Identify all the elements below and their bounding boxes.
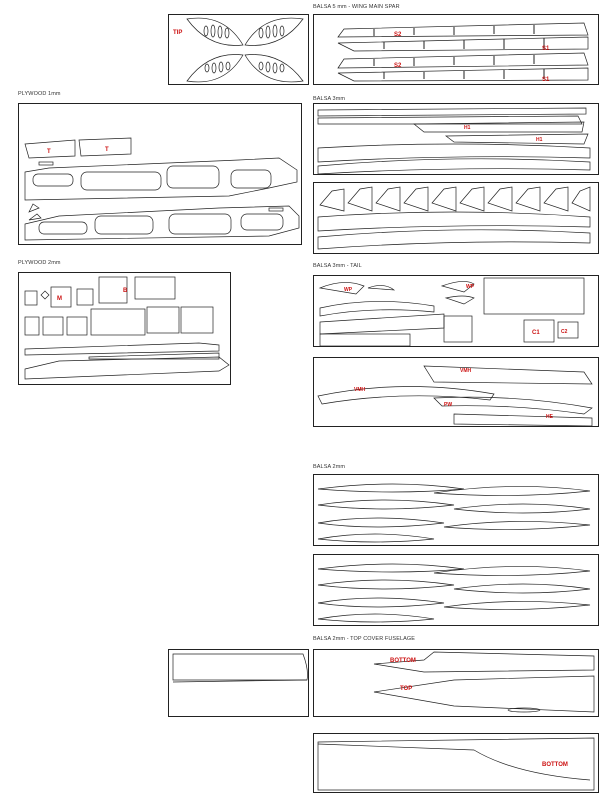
plywood2-label-b: B <box>123 288 128 294</box>
topcover-label-bottom: BOTTOM <box>390 658 416 664</box>
tail-label-wp2: WP <box>466 284 475 290</box>
spar-label-s2b: S2 <box>394 63 402 69</box>
plywood2-title: PLYWOOD 2mm <box>18 260 61 266</box>
topcover-sheet-b: BOTTOM <box>313 733 599 793</box>
tip-parts-drawing: TIP <box>173 17 304 83</box>
plywood2-parts-drawing: M B <box>24 276 230 380</box>
balsa3-label-h1b: H1 <box>536 137 543 143</box>
tail-parts-drawing-b: VMH VMH PW HE <box>317 365 593 427</box>
spar-label-s2a: S2 <box>394 32 402 38</box>
balsa3tail-title: BALSA 3mm - TAIL <box>313 263 362 269</box>
tail-label-c1: C1 <box>532 330 540 336</box>
plywood2-label-m: M <box>57 296 62 302</box>
spar-label-s1b: S1 <box>542 77 550 83</box>
plywood1-parts-drawing: T T <box>24 137 300 241</box>
balsa2-ribs-drawing-b <box>317 563 591 623</box>
tail-label-c2: C2 <box>561 329 568 335</box>
tail-label-vmh2: VMH <box>354 387 366 393</box>
tip-sheet: TIP <box>168 14 309 85</box>
plywood1-label-t2: T <box>105 147 109 153</box>
plywood1-title: PLYWOOD 1mm <box>18 91 61 97</box>
topcover-drawing-b: BOTTOM <box>317 737 595 791</box>
topcover-sheet-a: BOTTOM TOP <box>313 649 599 717</box>
balsa3-parts-drawing-b <box>317 186 591 250</box>
balsa3-parts-drawing-a: H1 H1 <box>317 107 591 175</box>
tail-parts-drawing-a: WP WP C1 C2 <box>318 277 585 347</box>
balsa3-sheet-a: H1 H1 <box>313 103 599 175</box>
cover-small-sheet <box>168 649 309 717</box>
tail-label-wp1: WP <box>344 287 353 293</box>
tip-label: TIP <box>173 30 182 36</box>
balsa3-label-h1a: H1 <box>464 125 471 131</box>
tail-label-he: HE <box>546 414 554 420</box>
balsa3-title: BALSA 3mm <box>313 96 346 102</box>
topcover-label-bottom-b: BOTTOM <box>542 762 568 768</box>
plywood1-label-t1: T <box>47 149 51 155</box>
balsa2-ribs-drawing-a <box>317 483 591 543</box>
balsa3-sheet-b <box>313 182 599 254</box>
tail-label-pw: PW <box>444 402 452 408</box>
balsa2-sheet-b <box>313 554 599 626</box>
spar-label-s1a: S1 <box>542 46 550 52</box>
plywood1-sheet: T T <box>18 103 302 245</box>
balsa2-title: BALSA 2mm <box>313 464 346 470</box>
tail-label-vmh1: VMH <box>460 368 472 374</box>
balsa2top-title: BALSA 2mm - TOP COVER FUSELAGE <box>313 636 416 642</box>
balsa2-sheet-a <box>313 474 599 546</box>
tail-sheet-a: WP WP C1 C2 <box>313 275 599 347</box>
spar-parts-drawing: S2 S1 S2 S1 <box>337 22 589 83</box>
plywood2-sheet: M B <box>18 272 231 385</box>
topcover-drawing-a: BOTTOM TOP <box>373 651 595 713</box>
cover-small-drawing <box>172 653 308 683</box>
topcover-label-top: TOP <box>400 686 412 692</box>
balsa5-title: BALSA 5 mm - WING MAIN SPAR <box>313 4 400 10</box>
tail-sheet-b: VMH VMH PW HE <box>313 357 599 427</box>
balsa5-sheet: S2 S1 S2 S1 <box>313 14 599 85</box>
